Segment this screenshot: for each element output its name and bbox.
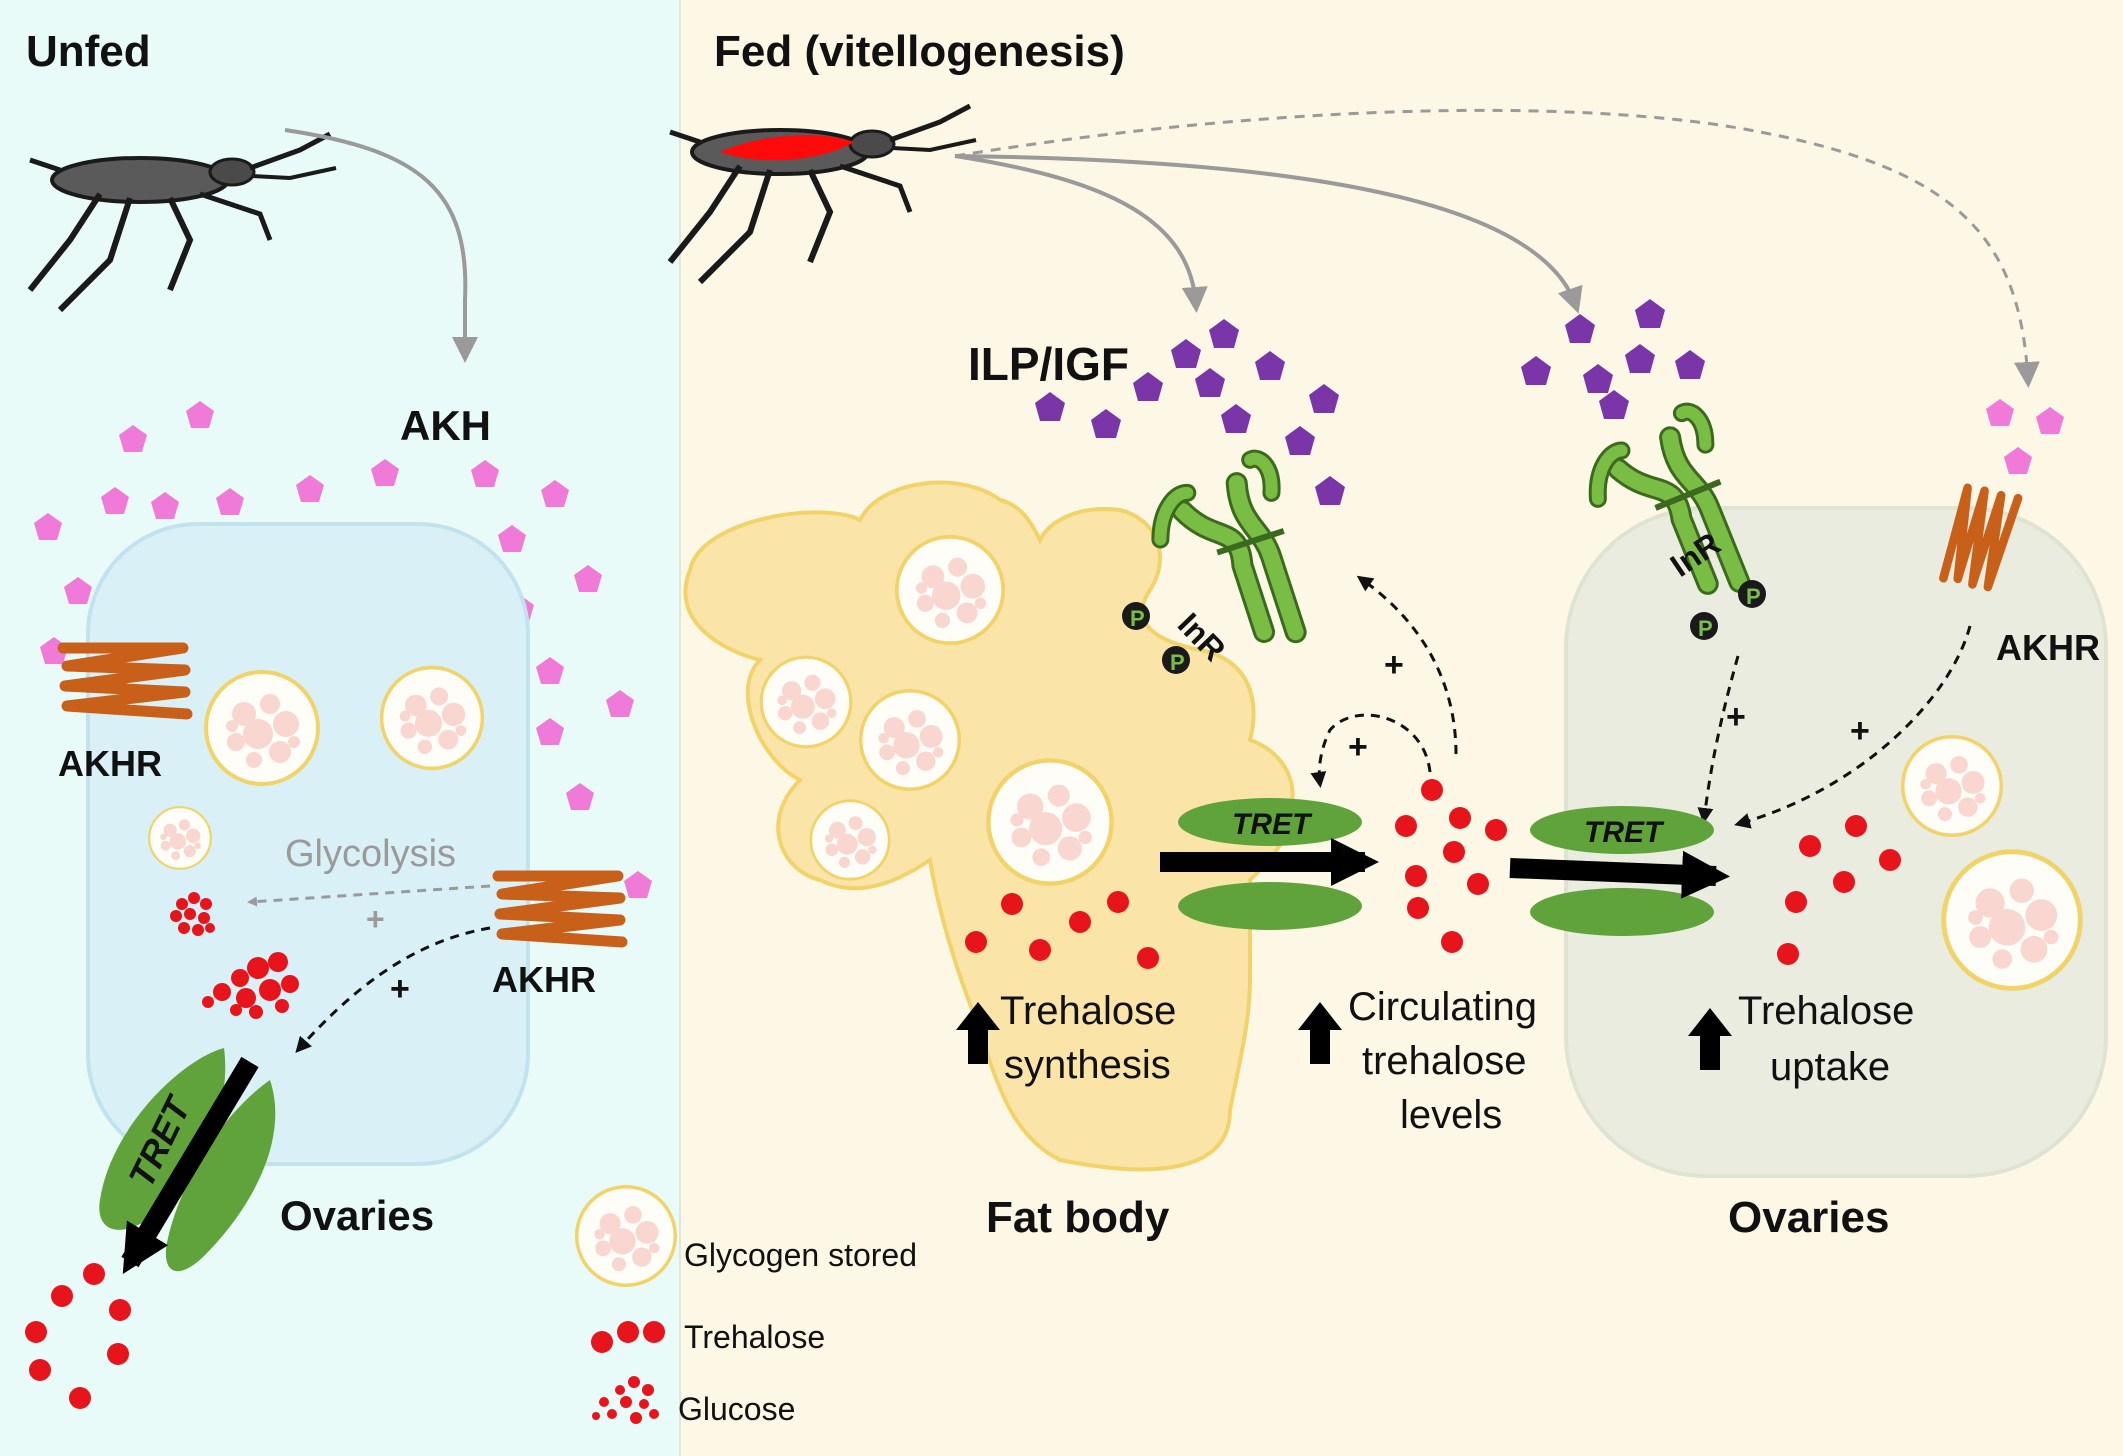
legend-glycogen-label: Glycogen stored [684,1237,917,1273]
fat-note-line2: synthesis [1004,1043,1171,1087]
glycogen-icon [809,799,891,881]
up-arrow-icon [1298,1002,1342,1064]
glycogen-icon [148,806,212,870]
unfed-akh-release-arrow [284,128,478,363]
unfed-akh-label: AKH [400,402,491,449]
up-arrow-icon [956,1002,1000,1064]
up-arrow-icon [1688,1008,1732,1070]
trehalose-uptake-note: Trehalose uptake [1688,989,1914,1089]
unfed-export-arrow [121,1056,259,1275]
fed-ilp-ovary-arrow [954,154,1583,314]
plus-c: + [1726,698,1746,736]
circ-line3: levels [1400,1093,1502,1137]
phospho-label: P [1698,616,1713,641]
fed-ovaries-label: Ovaries [1728,1193,1889,1242]
glycogen-icon [574,1184,678,1288]
fat-tret-transporter: TRET [1178,798,1362,930]
fat-inr-phospho: P P [1122,602,1190,675]
unfed-akhr-right-label: AKHR [492,959,596,1000]
ovary-tret-transporter: TRET [1530,806,1714,936]
fat-tret-label: TRET [1232,808,1313,841]
circ-to-inr-arrow [1356,575,1458,755]
glycogen-icon [1900,734,2004,838]
plus-a: + [1384,646,1404,684]
ovary-import-arrow [1509,850,1730,899]
circ-line1: Circulating [1348,985,1537,1029]
glycogen-icon [379,665,485,771]
fed-akhr-label: AKHR [1996,627,2100,668]
glycogen-icon [204,670,320,786]
unfed-akhr-left-label: AKHR [58,743,162,784]
akhr-to-ovary-tret-arrow [1734,625,1972,829]
legend: Glycogen stored Trehalose Glucose [574,1184,917,1427]
ovary-tret-label: TRET [1584,816,1665,849]
fat-note-line1: Trehalose [1000,989,1176,1033]
trehalose-synthesis-note: Trehalose synthesis [956,989,1176,1087]
glycogen-icon [1944,852,2081,989]
unfed-akhr-tret-arrow [295,926,491,1053]
unfed-title: Unfed [26,27,151,76]
phospho-label: P [1746,584,1761,609]
legend-glucose-label: Glucose [678,1391,795,1427]
fed-akh-ovary-arrow [954,108,2040,388]
plus-b: + [1348,728,1368,766]
fat-body-label: Fat body [986,1193,1170,1242]
ovary-inr-phospho: P P [1690,580,1766,641]
unfed-ovaries-label: Ovaries [280,1192,434,1239]
glycogen-icon [988,760,1111,883]
fed-title: Fed (vitellogenesis) [714,27,1125,76]
glycogen-icon [858,688,962,792]
glycolysis-label: Glycolysis [285,833,456,875]
circ-line2: trehalose [1362,1039,1527,1083]
glycolysis-plus: + [366,901,385,937]
plus-d: + [1850,712,1870,750]
legend-trehalose-label: Trehalose [684,1319,825,1355]
glycogen-icon [759,655,853,749]
phospho-label: P [1130,606,1145,631]
glycolysis-arrow [247,884,491,907]
glycogen-icon [894,534,1006,646]
ov-note-line1: Trehalose [1738,989,1914,1033]
ov-note-line2: uptake [1770,1045,1890,1089]
circulating-levels-note: Circulating trehalose levels [1298,985,1537,1137]
phospho-label: P [1170,650,1185,675]
glucose-cluster [170,892,215,936]
glucose-icon [592,1376,659,1424]
glycogen-breakdown-cluster [202,952,299,1019]
ilp-igf-label: ILP/IGF [968,338,1129,390]
trehalose-icon [591,1321,665,1353]
circ-to-fat-tret-arrow [1310,713,1432,788]
fed-ilp-fat-arrow [954,154,1208,313]
fed-bug-icon [670,106,976,282]
inr-to-ovary-tret-arrow [1697,655,1740,824]
unfed-plus: + [390,970,410,1008]
